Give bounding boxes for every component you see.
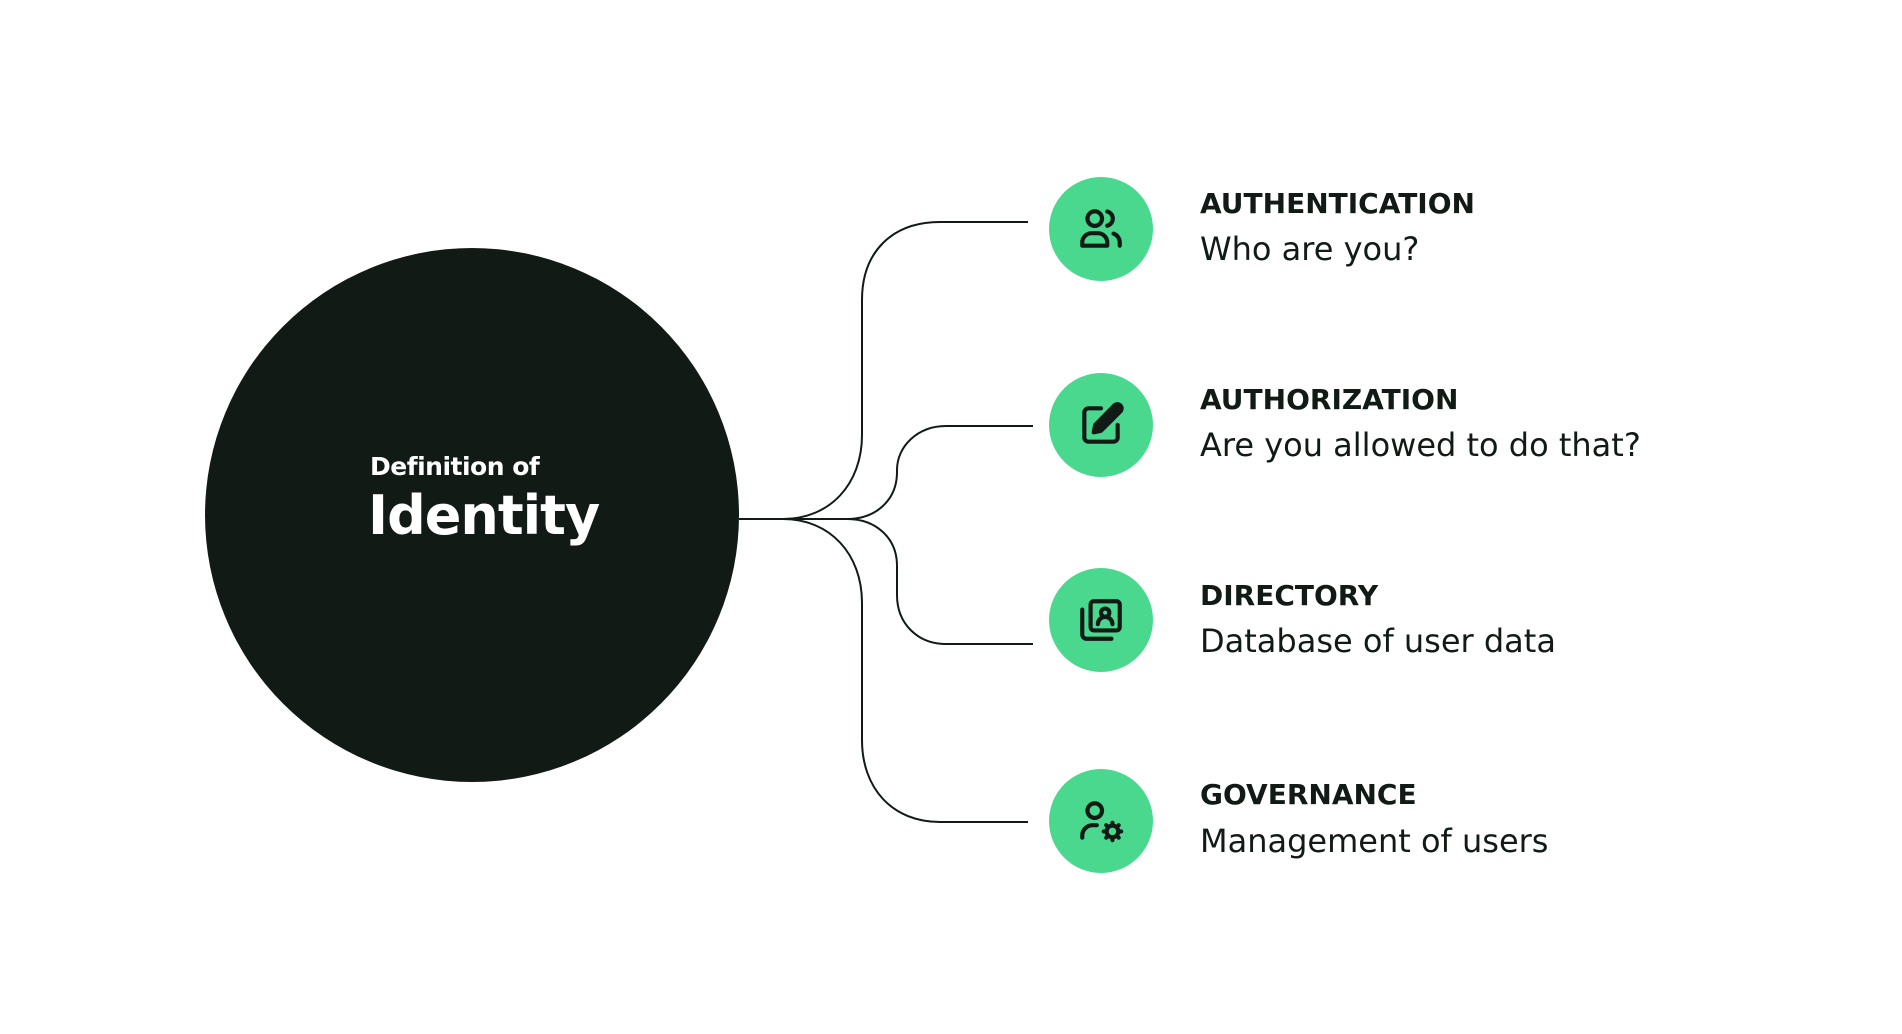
governance-title: GOVERNANCE bbox=[1200, 778, 1417, 811]
core-circle bbox=[205, 248, 739, 782]
governance-description: Management of users bbox=[1200, 822, 1549, 860]
authentication-description: Who are you? bbox=[1200, 230, 1420, 268]
authorization-icon-circle bbox=[1049, 373, 1153, 477]
connector-directory bbox=[739, 518, 1033, 645]
user-settings-icon bbox=[1080, 801, 1124, 843]
directory-icon bbox=[1080, 599, 1122, 641]
connector-governance bbox=[739, 518, 1028, 823]
directory-icon-circle bbox=[1049, 568, 1153, 672]
directory-title: DIRECTORY bbox=[1200, 579, 1379, 612]
connector-authorization bbox=[739, 425, 1033, 520]
core-title: Identity bbox=[368, 484, 600, 547]
authentication-title: AUTHENTICATION bbox=[1200, 187, 1475, 220]
edit-icon bbox=[1082, 402, 1124, 444]
connector-authentication bbox=[739, 221, 1028, 520]
authorization-description: Are you allowed to do that? bbox=[1200, 426, 1641, 464]
authorization-title: AUTHORIZATION bbox=[1200, 383, 1459, 416]
governance-icon-circle bbox=[1049, 769, 1153, 873]
core-subtitle: Definition of bbox=[370, 452, 540, 481]
directory-description: Database of user data bbox=[1200, 622, 1556, 660]
users-icon bbox=[1080, 209, 1122, 248]
authentication-icon-circle bbox=[1049, 177, 1153, 281]
